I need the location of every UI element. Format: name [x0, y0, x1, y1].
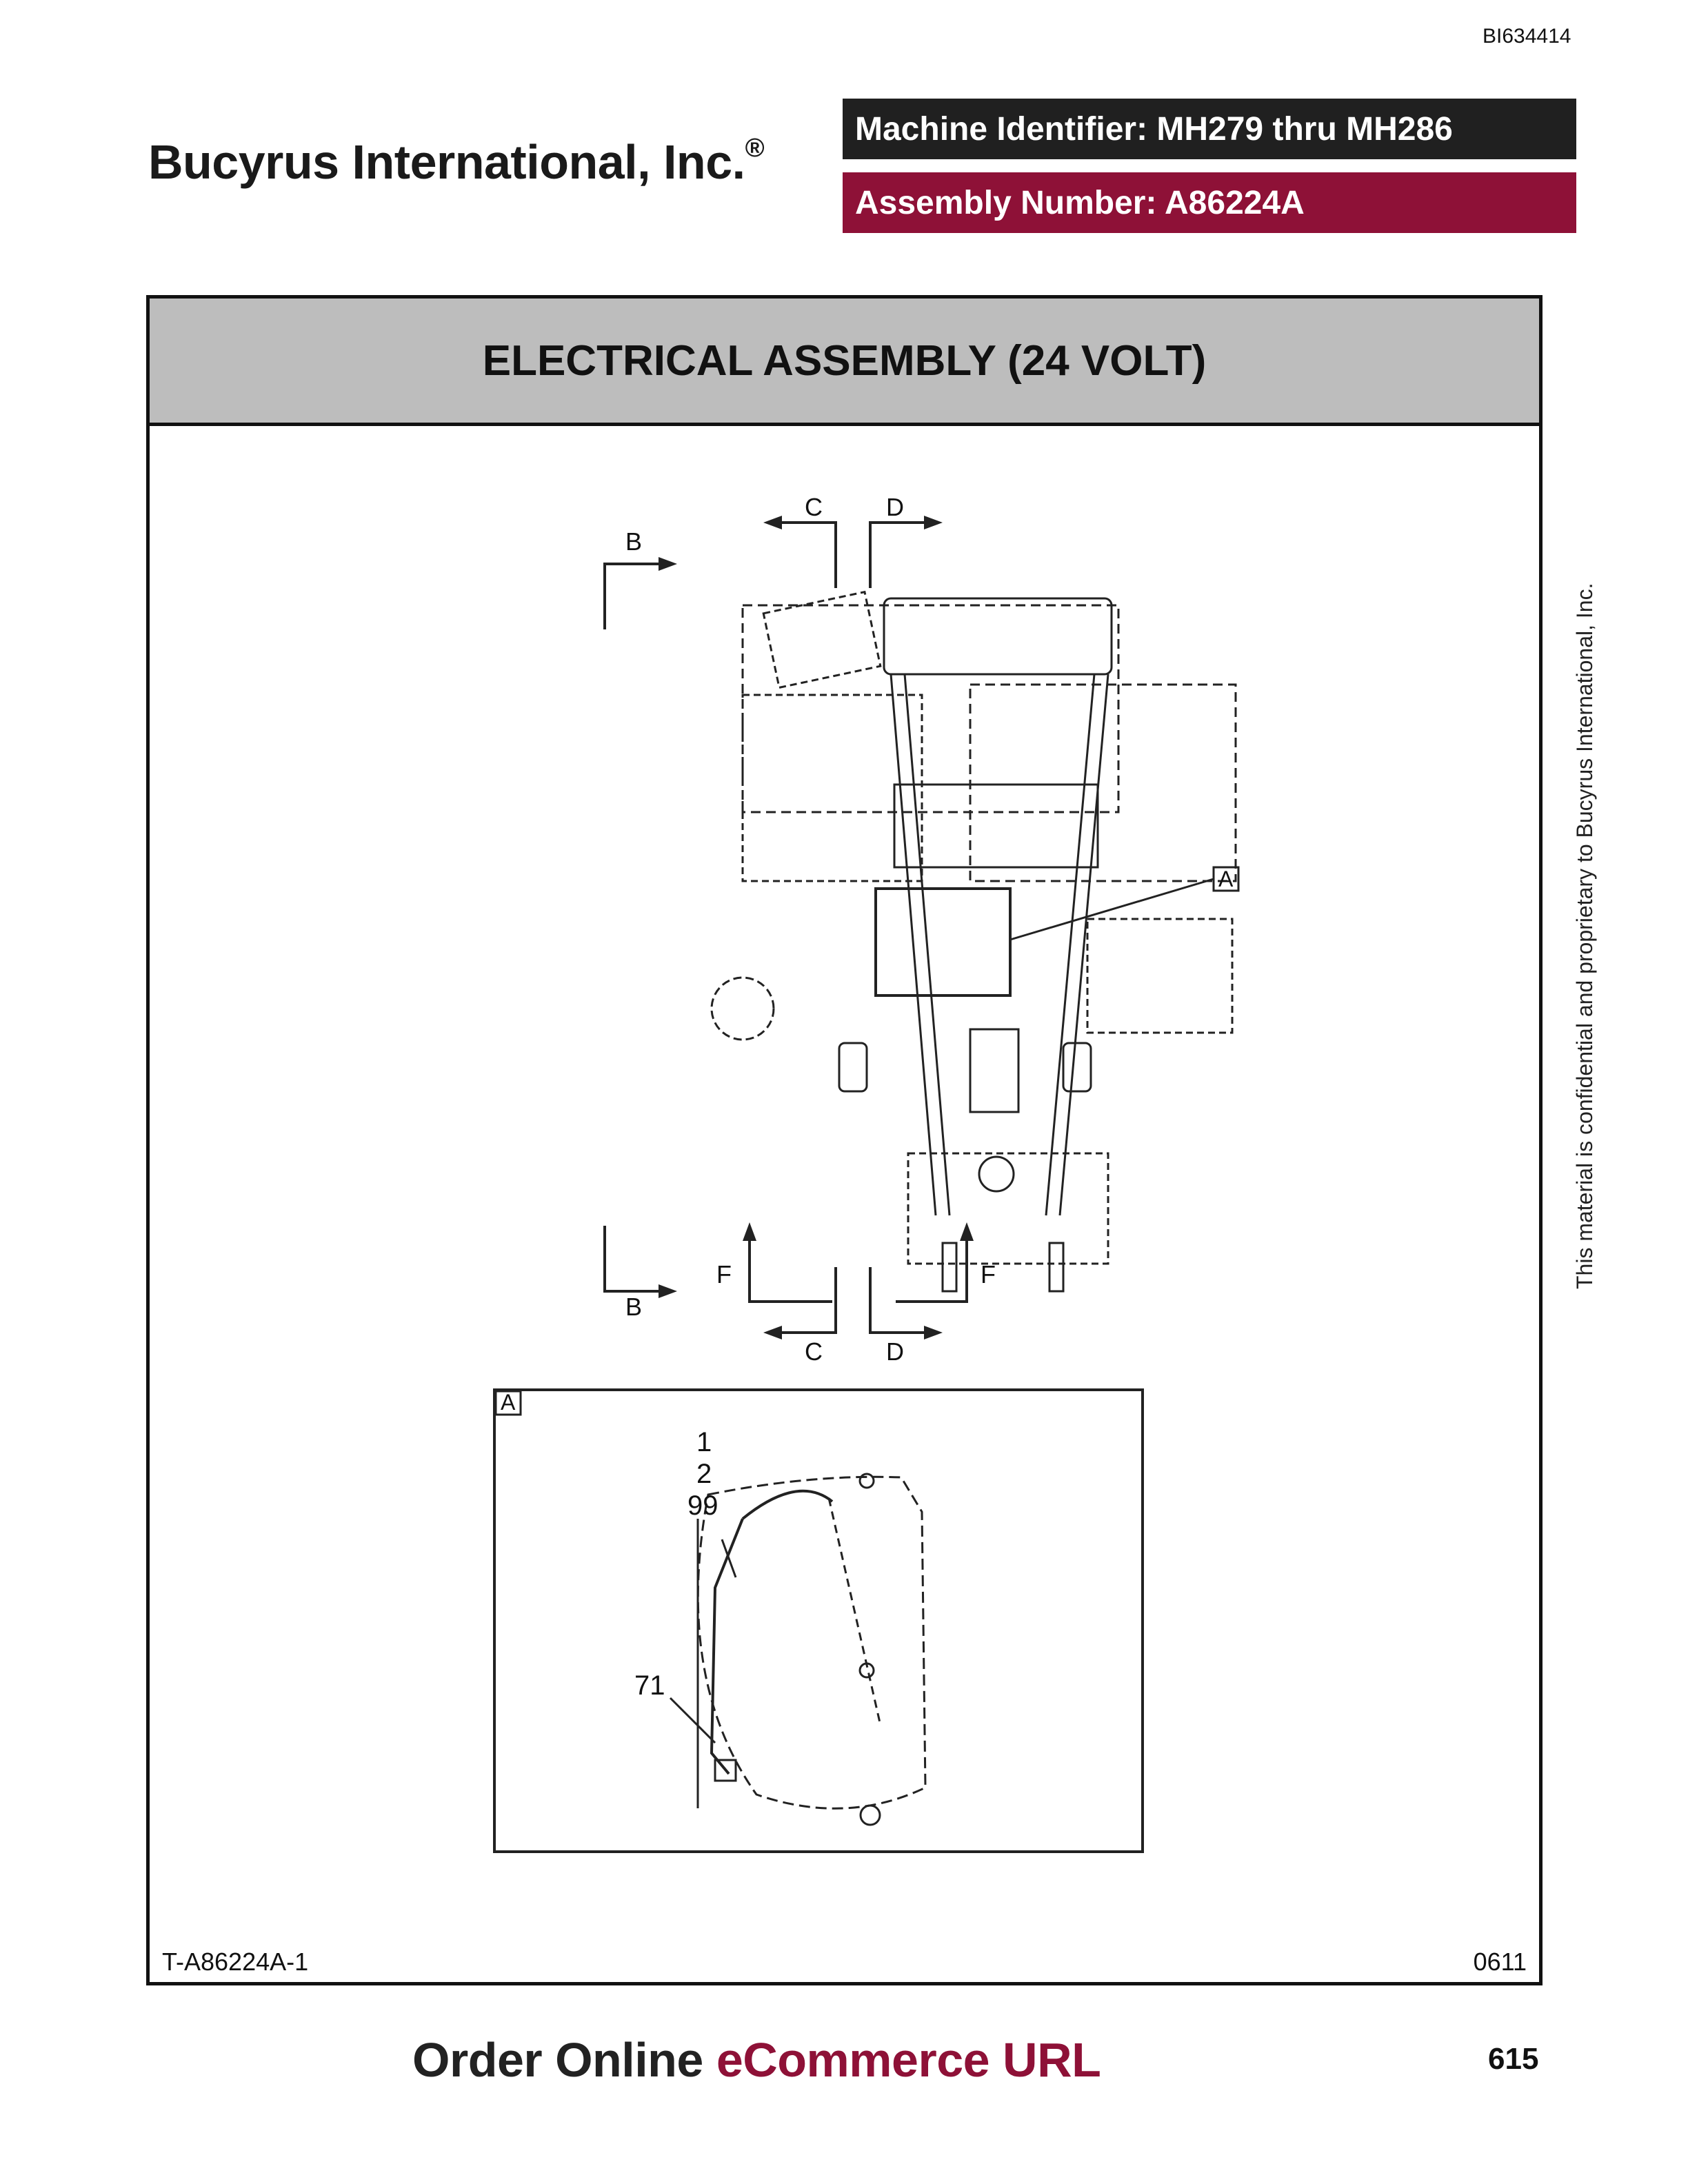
sensor-float: [858, 1662, 875, 1679]
cab-outline: [883, 597, 1113, 676]
company-name: Bucyrus International, Inc.®: [148, 133, 765, 190]
assembly-title: ELECTRICAL ASSEMBLY (24 VOLT): [482, 336, 1207, 385]
detail-a-region: [874, 887, 1012, 997]
label-b-bottom: B: [625, 1293, 642, 1321]
callout-1: 1: [696, 1427, 712, 1457]
harness-cable: [710, 1489, 834, 1775]
confidentiality-notice: This material is confidential and propri…: [1572, 583, 1597, 1290]
section-d-bottom: [869, 1267, 925, 1334]
tank-detail-outline: [696, 1475, 927, 1810]
left-deck-outline: [741, 694, 923, 882]
title-band: ELECTRICAL ASSEMBLY (24 VOLT): [150, 299, 1539, 426]
post-left: [941, 1242, 958, 1293]
electrical-assembly-drawing: B B C D C D F F A A 1 2 99 71: [493, 493, 1240, 1853]
detail-a-leader: [1009, 878, 1214, 941]
callout-99: 99: [687, 1490, 719, 1521]
registered-mark: ®: [745, 133, 765, 163]
arrow-heads: [659, 516, 974, 1339]
label-d-top: D: [886, 493, 904, 521]
hitch-outline: [978, 1155, 1015, 1193]
machine-top-view: [710, 590, 1237, 1293]
drain-plug: [859, 1804, 881, 1826]
callout-leader-71: [669, 1697, 716, 1744]
label-b-top: B: [625, 527, 642, 556]
detail-a-tag: A: [1218, 867, 1234, 891]
left-frame-rail-inner: [903, 674, 951, 1216]
company-name-text: Bucyrus International, Inc.: [148, 135, 745, 189]
detail-a-view: [669, 1473, 927, 1826]
label-f-left: F: [716, 1260, 732, 1288]
detail-a-tag-box: [1212, 866, 1240, 892]
section-d-top: [869, 521, 925, 588]
right-frame-rail-inner: [1045, 674, 1096, 1216]
left-frame-rail: [890, 674, 937, 1216]
machine-identifier-bar: Machine Identifier: MH279 thru MH286: [843, 99, 1576, 159]
sender-fitting: [858, 1473, 875, 1489]
section-f-right: [896, 1240, 968, 1303]
step-right: [1062, 1042, 1092, 1093]
right-tank-outline: [1086, 918, 1234, 1034]
cross-member: [893, 783, 1099, 869]
callout-2: 2: [696, 1459, 712, 1489]
order-online-banner[interactable]: Order Online eCommerce URL: [412, 2032, 1101, 2087]
label-c-bottom: C: [805, 1337, 823, 1366]
section-b-bottom: [603, 1226, 660, 1293]
hoist-cylinder: [969, 1028, 1020, 1113]
rear-frame-outline: [907, 1152, 1109, 1265]
right-deck-outline: [969, 683, 1237, 882]
ecommerce-url-link[interactable]: eCommerce URL: [716, 2033, 1101, 2087]
drawing-code: T-A86224A-1: [162, 1948, 309, 1976]
section-c-bottom: [781, 1267, 837, 1334]
label-c-top: C: [805, 493, 823, 521]
detail-a-inset-tag: A: [501, 1390, 516, 1415]
label-f-right: F: [981, 1260, 996, 1288]
section-b-top: [603, 563, 660, 629]
section-arrows: [603, 521, 968, 1334]
callout-leader-99: [721, 1539, 737, 1578]
right-frame-rail: [1058, 674, 1109, 1216]
assembly-number-text: Assembly Number: A86224A: [855, 184, 1305, 221]
callout-71: 71: [634, 1670, 665, 1701]
section-c-top: [781, 521, 837, 588]
sensor-rod: [827, 1497, 882, 1726]
label-d-bottom: D: [886, 1337, 904, 1366]
page-number: 615: [1488, 2042, 1539, 2076]
drawing-date-code: 0611: [1473, 1948, 1527, 1976]
tank-outline-left: [710, 976, 775, 1041]
document-id: BI634414: [1483, 25, 1571, 48]
section-f-left: [748, 1240, 832, 1303]
connector-block: [714, 1759, 737, 1782]
ladder-outline: [762, 590, 882, 689]
order-online-text: Order Online: [412, 2033, 716, 2087]
assembly-number-bar: Assembly Number: A86224A: [843, 172, 1576, 233]
drawing-frame: B B C D C D F F A A 1 2 99 71 ELECTRICAL…: [146, 295, 1543, 1985]
machine-identifier-text: Machine Identifier: MH279 thru MH286: [855, 110, 1453, 148]
step-left: [838, 1042, 868, 1093]
detail-a-inset-tag-box: [494, 1390, 522, 1416]
upper-body-outline: [741, 604, 1120, 813]
detail-a-inset-frame: [493, 1388, 1144, 1853]
post-right: [1048, 1242, 1065, 1293]
